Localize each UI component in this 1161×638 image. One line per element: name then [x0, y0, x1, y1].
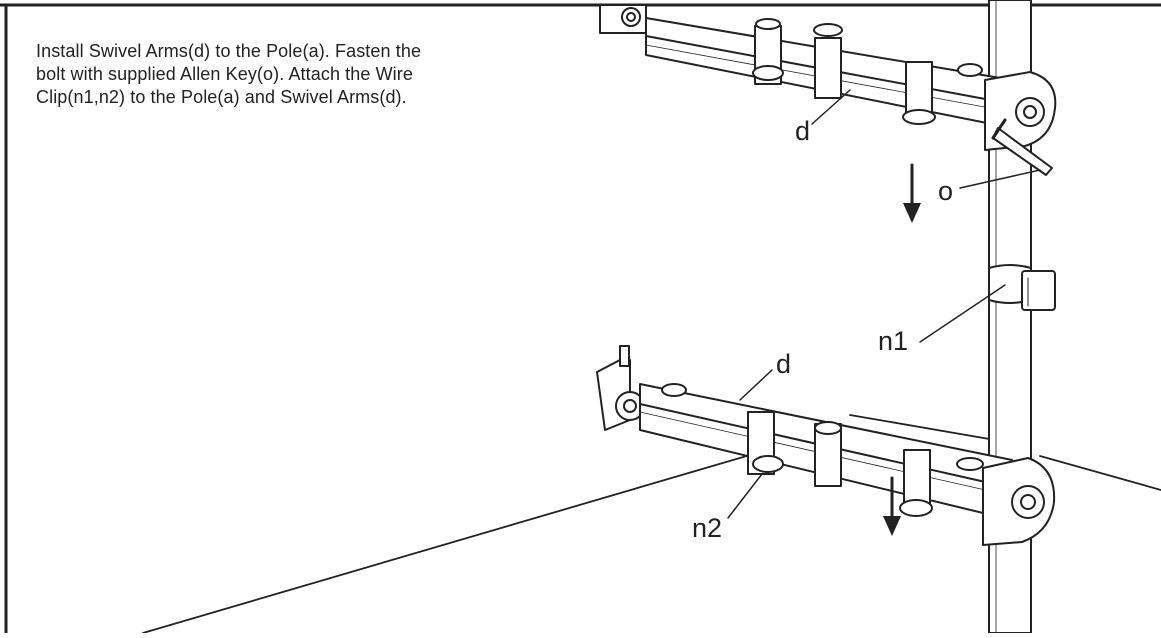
surface-edges: [142, 414, 1161, 634]
callout-upper-arm: d: [795, 116, 810, 146]
wire-clip-n1: [988, 264, 1056, 311]
instruction-text: Install Swivel Arms(d) to the Pole(a). F…: [36, 41, 422, 107]
callout-lower-arm: d: [776, 349, 791, 379]
lower-down-arrow: [883, 476, 901, 536]
upper-down-arrow: [903, 163, 921, 223]
page-border: [0, 3, 1161, 635]
leader-lines: [727, 89, 1041, 519]
callout-allen-key: o: [938, 176, 953, 206]
upper-swivel-arm: [599, 4, 1057, 176]
lower-swivel-arm: [596, 345, 1056, 546]
callout-wire-clip-n1: n1: [878, 326, 908, 356]
callout-wire-clip-n2: n2: [692, 513, 722, 543]
